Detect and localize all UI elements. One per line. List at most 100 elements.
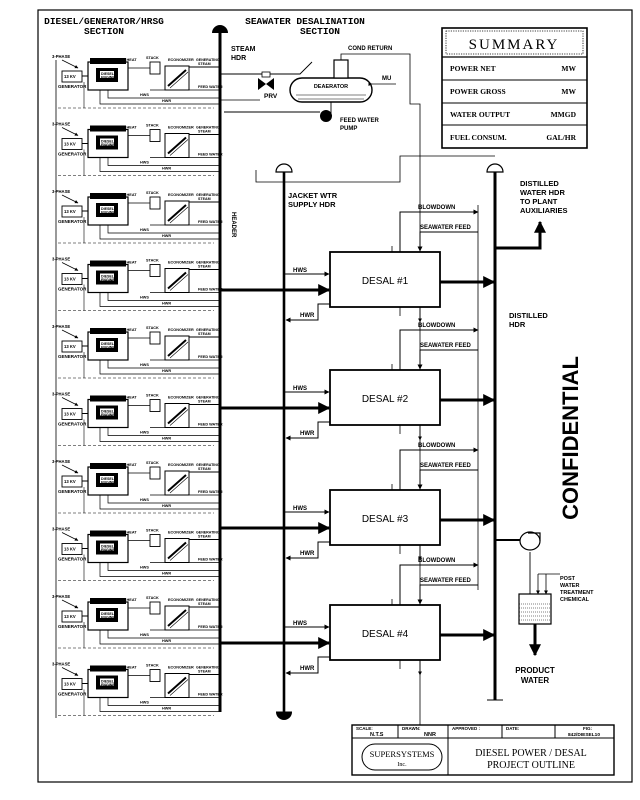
distilled-water-label-line4: AUXILIARIES: [520, 206, 568, 215]
waste-heat-label: WASTE HEAT: [112, 58, 137, 62]
distilled-header: [486, 163, 504, 701]
engine-label: ENGINE: [101, 683, 115, 687]
engine-label: ENGINE: [101, 346, 115, 350]
generator-label: GENERATOR: [58, 287, 87, 292]
hwr-label: HWR: [162, 572, 171, 576]
steam-label: STEAM: [198, 130, 211, 134]
engine-label: ENGINE: [101, 143, 115, 147]
hws-label: HWS: [140, 633, 149, 637]
economizer-label: ECONOMIZER: [168, 193, 194, 197]
steam-label: STEAM: [198, 197, 211, 201]
engine-label: ENGINE: [101, 616, 115, 620]
project-title-line2: PROJECT OUTLINE: [487, 760, 575, 771]
generator-label: GENERATOR: [58, 692, 87, 697]
desal-unit-name: DESAL #3: [362, 514, 409, 525]
three-phase-label: 3-PHASE: [52, 122, 70, 127]
stack-label: STACK: [146, 259, 159, 263]
generating-label: GENERATING: [196, 193, 220, 197]
approved-label: APPROVED :: [452, 726, 481, 731]
steam-header: [212, 25, 292, 720]
engine-label: ENGINE: [101, 278, 115, 282]
steam-label: STEAM: [198, 467, 211, 471]
drawn-value: NNR: [424, 732, 436, 738]
three-phase-label: 3-PHASE: [52, 662, 70, 667]
summary-row-label: WATER OUTPUT: [450, 110, 510, 119]
fig-label: FIG:: [583, 726, 592, 731]
economizer-label: ECONOMIZER: [168, 126, 194, 130]
hwr-label: HWR: [300, 666, 315, 672]
diesel-label: DIESEL: [101, 72, 115, 76]
company-suffix: Inc.: [397, 762, 407, 768]
hwr-label: HWR: [162, 99, 171, 103]
hws-label: HWS: [140, 363, 149, 367]
feed-water-label: FEED WATER: [198, 625, 223, 629]
hwr-label: HWR: [162, 302, 171, 306]
post-treatment-label-line2: WATER: [560, 583, 579, 589]
hwr-label: HWR: [162, 234, 171, 238]
generator-label: GENERATOR: [58, 152, 87, 157]
three-phase-label: 3-PHASE: [52, 594, 70, 599]
steam-label: STEAM: [198, 535, 211, 539]
seawater-section-title-line2: SECTION: [300, 26, 340, 37]
desal-unit-name: DESAL #4: [362, 629, 409, 640]
stack-label: STACK: [146, 596, 159, 600]
cond-return-label: COND RETURN: [348, 46, 392, 52]
generating-label: GENERATING: [196, 666, 220, 670]
kv-label: 13 KV: [64, 412, 76, 417]
summary-row-unit: GAL/HR: [546, 133, 576, 142]
hws-label: HWS: [140, 431, 149, 435]
post-treatment-label-line4: CHEMICAL: [560, 597, 590, 603]
waste-heat-label: WASTE HEAT: [112, 261, 137, 265]
steam-hdr-label-line1: STEAM: [231, 46, 256, 53]
feed-water-label: FEED WATER: [198, 423, 223, 427]
generating-label: GENERATING: [196, 396, 220, 400]
deaerator: [289, 59, 373, 103]
generating-label: GENERATING: [196, 261, 220, 265]
generator-label: GENERATOR: [58, 84, 87, 89]
prv-valve-icon: [258, 71, 274, 90]
cond-return-line: [340, 53, 421, 760]
diesel-label: DIESEL: [101, 477, 115, 481]
kv-label: 13 KV: [64, 74, 76, 79]
distilled-water-label-line3: TO PLANT: [520, 197, 558, 206]
jacket-water-label-line1: JACKET WTR: [288, 191, 338, 200]
hwr-label: HWR: [300, 313, 315, 319]
hws-label: HWS: [140, 296, 149, 300]
three-phase-label: 3-PHASE: [52, 527, 70, 532]
generator-label: GENERATOR: [58, 354, 87, 359]
hwr-label: HWR: [162, 707, 171, 711]
scale-label: SCALE:: [356, 726, 373, 731]
engine-label: ENGINE: [101, 548, 115, 552]
diesel-label: DIESEL: [101, 275, 115, 279]
generator-label: GENERATOR: [58, 557, 87, 562]
generating-label: GENERATING: [196, 328, 220, 332]
kv-label: 13 KV: [64, 547, 76, 552]
feed-water-label: FEED WATER: [198, 85, 223, 89]
kv-label: 13 KV: [64, 479, 76, 484]
drawn-label: DRAWN:: [402, 726, 421, 731]
stack-label: STACK: [146, 124, 159, 128]
steam-label: STEAM: [198, 670, 211, 674]
generating-label: GENERATING: [196, 531, 220, 535]
three-phase-label: 3-PHASE: [52, 54, 70, 59]
distilled-hdr-label-line2: HDR: [509, 320, 526, 329]
title-block: [351, 724, 615, 776]
stack-label: STACK: [146, 461, 159, 465]
diesel-label: DIESEL: [101, 342, 115, 346]
waste-heat-label: WASTE HEAT: [112, 598, 137, 602]
kv-label: 13 KV: [64, 277, 76, 282]
blowdown-label: BLOWDOWN: [418, 443, 455, 449]
hws-label: HWS: [140, 498, 149, 502]
seawater-feed-label: SEAWATER FEED: [420, 463, 472, 469]
kv-label: 13 KV: [64, 344, 76, 349]
desal-unit-name: DESAL #2: [362, 394, 409, 405]
date-label: DATE:: [506, 726, 520, 731]
mu-label: MU: [382, 76, 391, 82]
generator-label: GENERATOR: [58, 489, 87, 494]
blowdown-label: BLOWDOWN: [418, 323, 455, 329]
